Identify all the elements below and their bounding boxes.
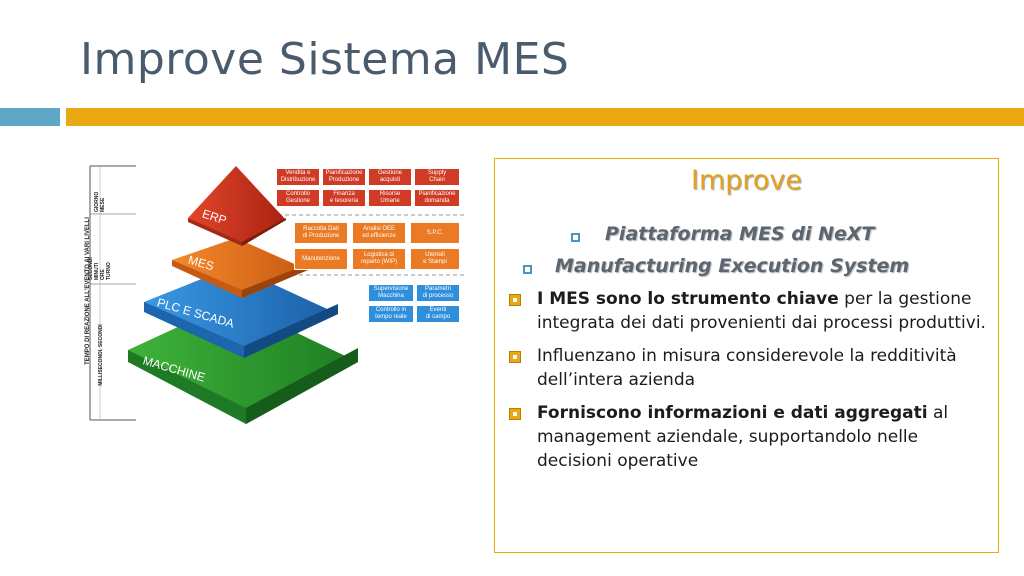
erp-box: Pianificazione Produzione: [322, 168, 366, 186]
pyramid-graphic: [89, 165, 466, 424]
hollow-square-bullet-icon: [523, 265, 532, 274]
bullet-bold-text: I MES sono lo strumento chiave: [537, 289, 839, 309]
erp-box: Risorse Umane: [368, 189, 412, 207]
accent-bar-blue: [0, 108, 60, 126]
slide-title: Improve Sistema MES: [80, 34, 570, 85]
erp-box: Finanza e tesoreria: [322, 189, 366, 207]
time-scale-bottom: MILLISECONDI, SECONDI: [98, 324, 104, 386]
plc-box: Controllo in tempo reale: [368, 305, 414, 323]
mes-box: Raccolta Dati di Produzione: [294, 222, 348, 244]
time-scale-top: GIORNO MESE: [94, 191, 106, 212]
bullet-text: al management aziendale, supportandolo n…: [537, 403, 949, 471]
bullet-bold-text: Forniscono informazioni e dati aggregati: [537, 403, 928, 423]
bullet-list: I MES sono lo strumento chiave per la ge…: [507, 287, 987, 482]
mes-box: Logistica di reparto (WIP): [352, 248, 406, 270]
time-scale-middle: SECONDI MINUTI ORE TURNO: [88, 257, 112, 280]
mes-box: Utensili e Stampi: [410, 248, 460, 270]
hollow-square-bullet-icon: [571, 233, 580, 242]
mes-box: Analisi OEE ed efficienze: [352, 222, 406, 244]
list-item: I MES sono lo strumento chiave per la ge…: [507, 287, 987, 335]
sub-item-mes-definition: Manufacturing Execution System: [555, 255, 910, 277]
mes-box: S.P.C.: [410, 222, 460, 244]
square-bullet-icon: [509, 294, 521, 306]
erp-box: Pianificazione domanda: [414, 189, 460, 207]
sub-item-platform: Piattaforma MES di NeXT: [605, 223, 875, 245]
plc-box: Eventi di campo: [416, 305, 460, 323]
square-bullet-icon: [509, 408, 521, 420]
axis-title: TEMPO DI REAZIONE ALL'EVENTO AI VARI LIV…: [85, 217, 91, 365]
accent-bar-gold: [66, 108, 1024, 126]
erp-box: Vendita e Distribuzione: [276, 168, 320, 186]
bullet-text: Influenzano in misura considerevole la r…: [537, 346, 957, 390]
erp-box: Supply Chain: [414, 168, 460, 186]
bullet-text: per la gestione integrata dei dati prove…: [537, 289, 986, 333]
erp-box: Gestione acquisti: [368, 168, 412, 186]
mes-pyramid-figure: TEMPO DI REAZIONE ALL'EVENTO AI VARI LIV…: [76, 162, 466, 432]
content-panel: Improve Piattaforma MES di NeXT Manufact…: [494, 158, 999, 553]
list-item: Influenzano in misura considerevole la r…: [507, 344, 987, 392]
erp-box: Controllo Gestione: [276, 189, 320, 207]
plc-box: Parametri di processo: [416, 284, 460, 302]
panel-heading: Improve: [690, 165, 803, 196]
square-bullet-icon: [509, 351, 521, 363]
mes-box: Manutenzione: [294, 248, 348, 270]
list-item: Forniscono informazioni e dati aggregati…: [507, 401, 987, 473]
plc-box: Supervisione Macchina: [368, 284, 414, 302]
